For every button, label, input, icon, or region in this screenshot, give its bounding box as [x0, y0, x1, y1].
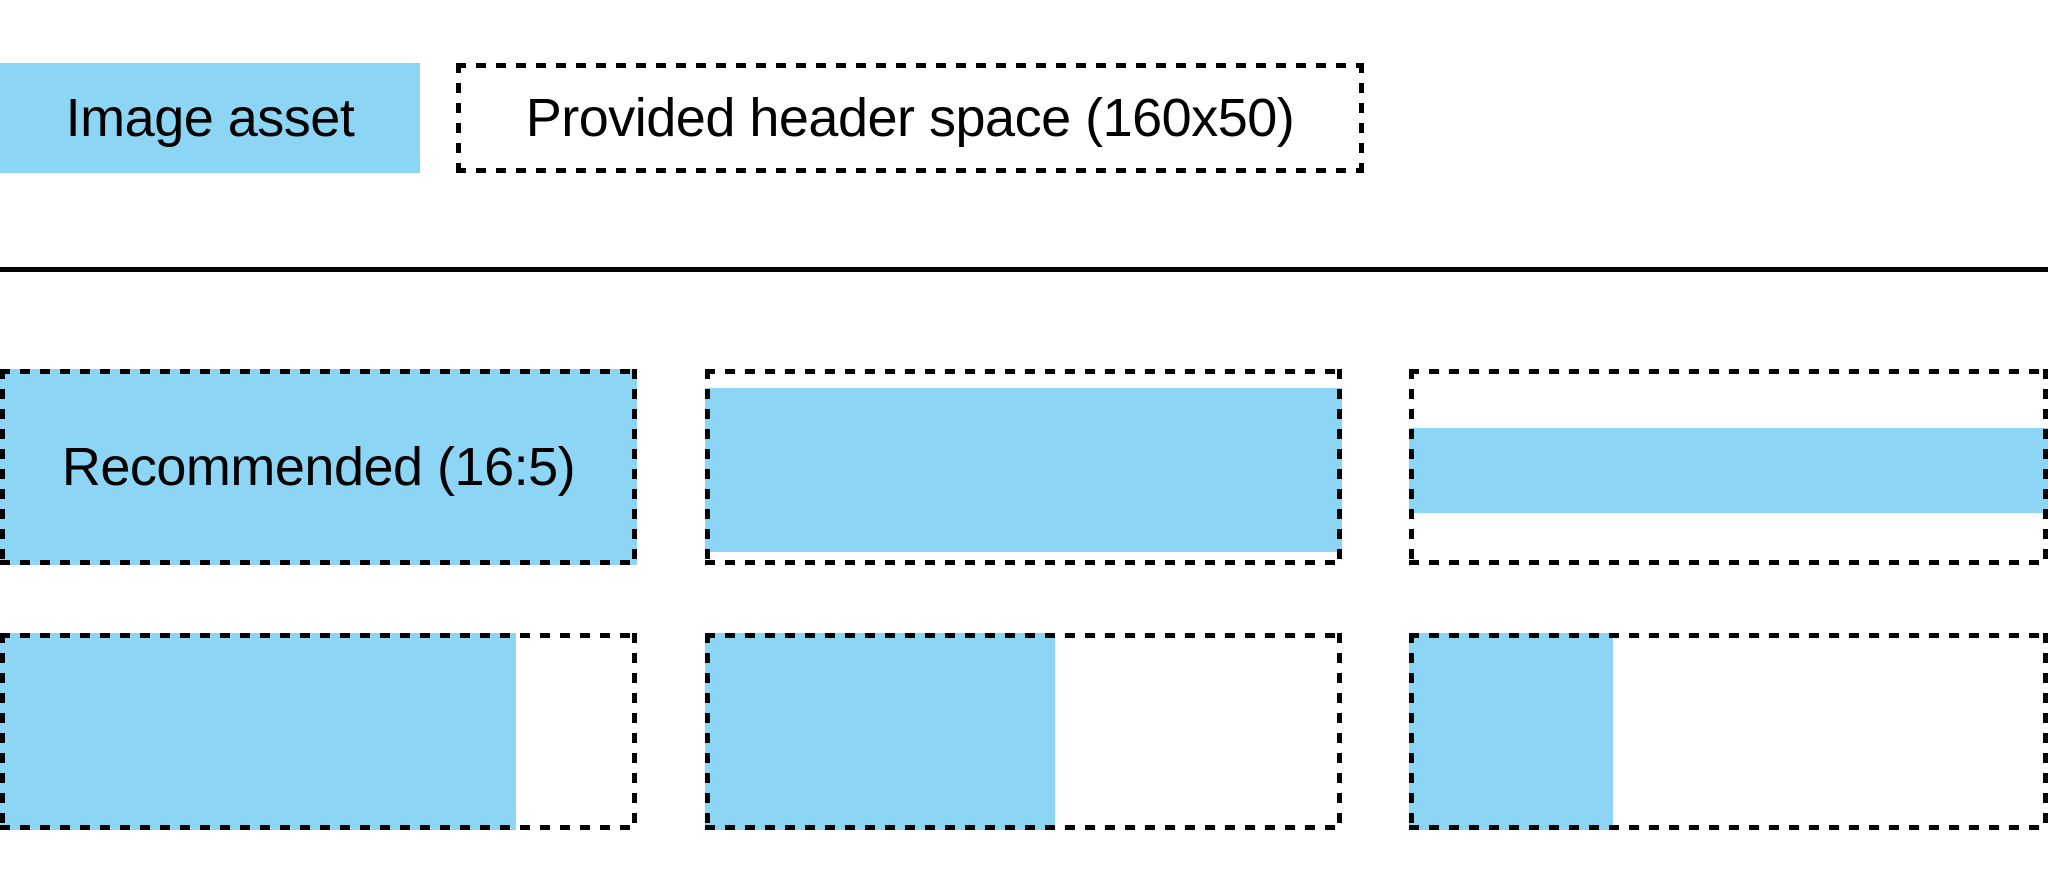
dashed-border-top	[1409, 633, 2048, 638]
legend-header-space-label: Provided header space (160x50)	[525, 88, 1295, 148]
legend-header-space-box: Provided header space (160x50)	[456, 63, 1364, 173]
dashed-border-right	[1359, 63, 1364, 173]
legend-image-asset-swatch: Image asset	[0, 63, 420, 173]
dashed-border-right	[632, 369, 637, 565]
dashed-border-bottom	[1409, 560, 2048, 565]
dashed-border-left	[456, 63, 461, 173]
image-asset-fill	[1409, 427, 2048, 513]
dashed-border-bottom	[705, 560, 1342, 565]
dashed-border-right	[632, 633, 637, 830]
image-asset-fill	[1409, 633, 1614, 830]
dashed-border-left	[1409, 369, 1414, 565]
dashed-border-bottom	[705, 825, 1342, 830]
example-box-width-55	[705, 633, 1342, 830]
dashed-border-left	[1409, 633, 1414, 830]
example-box-full-width-tall	[705, 369, 1342, 565]
image-asset-fill	[0, 369, 637, 565]
example-box-width-81	[0, 633, 637, 830]
dashed-border-bottom	[1409, 825, 2048, 830]
legend-image-asset-label: Image asset	[65, 88, 355, 148]
image-asset-fill	[0, 633, 516, 830]
dashed-border-left	[0, 369, 5, 565]
example-box-width-32	[1409, 633, 2048, 830]
dashed-border-right	[1337, 369, 1342, 565]
dashed-border-right	[2043, 369, 2048, 565]
image-asset-fill	[705, 633, 1056, 830]
dashed-border-top	[0, 369, 637, 374]
dashed-border-bottom	[0, 560, 637, 565]
dashed-border-top	[705, 369, 1342, 374]
dashed-border-bottom	[456, 168, 1364, 173]
dashed-border-right	[1337, 633, 1342, 830]
recommended-label: Recommended (16:5)	[61, 437, 576, 497]
dashed-border-top	[0, 633, 637, 638]
dashed-border-left	[0, 633, 5, 830]
dashed-border-left	[705, 369, 710, 565]
dashed-border-right	[2043, 633, 2048, 830]
image-asset-fill	[705, 388, 1342, 553]
divider-line	[0, 267, 2048, 272]
dashed-border-bottom	[0, 825, 637, 830]
dashed-border-top	[456, 63, 1364, 68]
example-box-full-width-band	[1409, 369, 2048, 565]
dashed-border-top	[705, 633, 1342, 638]
example-box-recommended: Recommended (16:5)	[0, 369, 637, 565]
dashed-border-left	[705, 633, 710, 830]
dashed-border-top	[1409, 369, 2048, 374]
